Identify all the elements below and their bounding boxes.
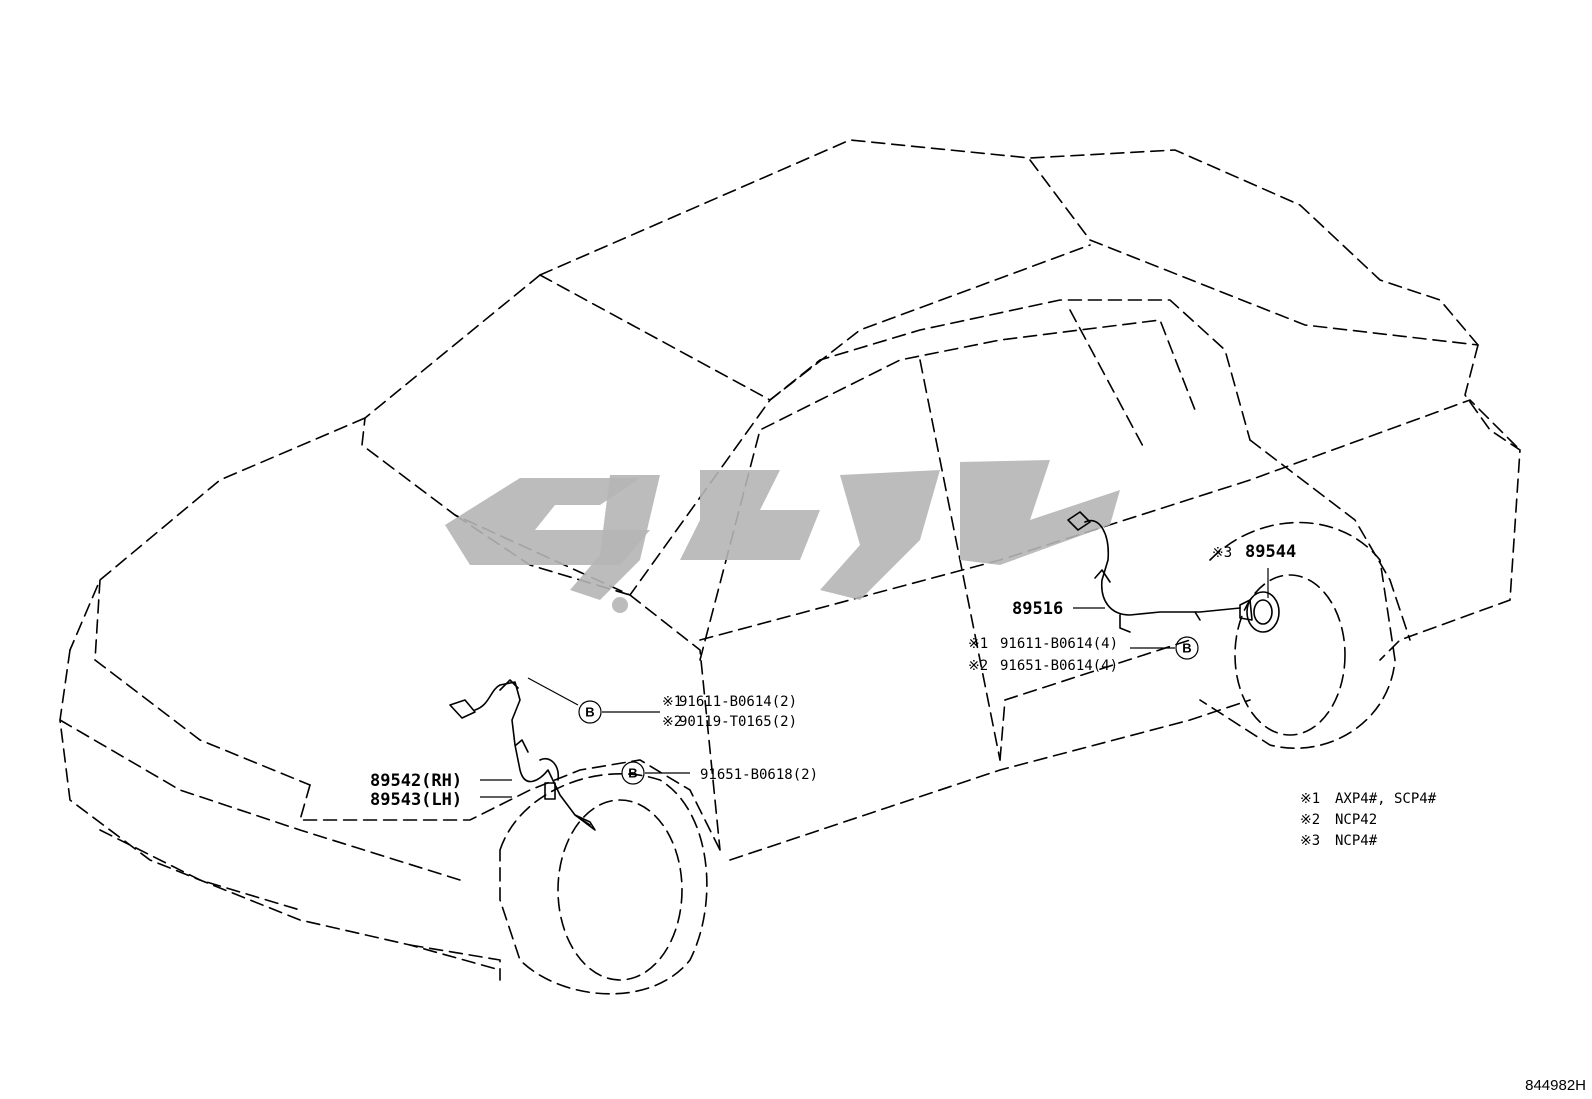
- callout-front-bolt-2-mark: ※2: [662, 714, 682, 730]
- callout-rear-bolt-1-mark: ※1: [968, 636, 988, 652]
- callout-front-bolt-1-part: 91611-B0614(2): [679, 694, 797, 710]
- callout-front-bolt-3-part: 91651-B0618(2): [700, 767, 818, 783]
- rear-speed-sensor: [1067, 511, 1280, 633]
- callout-front-bolt-1-mark: ※1: [662, 694, 682, 710]
- watermark-logo: [445, 460, 1120, 613]
- legend-text-2: NCP42: [1335, 812, 1377, 828]
- fastener-marker-rear: B: [1175, 636, 1199, 660]
- legend-text-1: AXP4#, SCP4#: [1335, 791, 1437, 807]
- callout-front-sensor-rh: 89542(RH): [370, 771, 462, 791]
- callout-rear-bolt-2-part: 91651-B0614(4): [1000, 658, 1118, 674]
- callout-rear-rotor-mark: ※3: [1212, 545, 1232, 561]
- callout-front-sensor-lh: 89543(LH): [370, 790, 462, 810]
- callout-front-bolt-2-part: 90119-T0165(2): [679, 714, 797, 730]
- model-legend: ※1 AXP4#, SCP4# ※2 NCP42 ※3 NCP4#: [1300, 791, 1437, 849]
- legend-text-3: NCP4#: [1335, 833, 1378, 849]
- fastener-marker-front-1: B: [578, 700, 602, 724]
- callout-rear-rotor-part: 89544: [1245, 542, 1296, 562]
- fastener-marker-label: B: [585, 705, 594, 720]
- callout-rear-sensor: 89516: [1012, 599, 1063, 619]
- front-speed-sensor: [449, 679, 596, 831]
- car-body-outline: [59, 139, 1521, 995]
- leader-lines: [480, 568, 1269, 798]
- callout-rear-bolt-2-mark: ※2: [968, 658, 988, 674]
- fastener-marker-front-2: B: [621, 761, 645, 785]
- fastener-marker-label: B: [628, 766, 637, 781]
- legend-mark-3: ※3: [1300, 833, 1320, 849]
- callout-rear-bolt-1-part: 91611-B0614(4): [1000, 636, 1118, 652]
- legend-mark-1: ※1: [1300, 791, 1320, 807]
- fastener-marker-label: B: [1182, 641, 1191, 656]
- figure-code: 844982H: [1525, 1077, 1586, 1094]
- legend-mark-2: ※2: [1300, 812, 1320, 828]
